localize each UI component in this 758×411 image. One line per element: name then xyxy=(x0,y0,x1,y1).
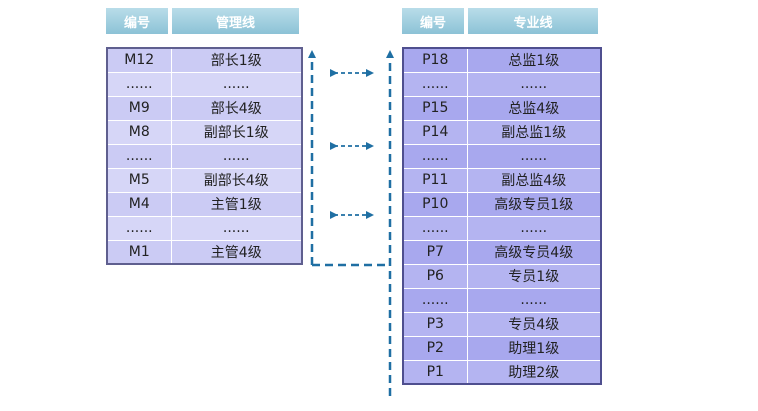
grade-title-cell: 副部长4级 xyxy=(170,167,303,193)
professional-row: ............ xyxy=(402,71,602,97)
grade-title-cell: 副总监1级 xyxy=(466,119,602,145)
management-row: ............ xyxy=(106,143,303,169)
grade-code-cell: P1 xyxy=(402,359,468,385)
grade-code-cell: ...... xyxy=(402,287,468,313)
professional-row: ............ xyxy=(402,287,602,313)
grade-code-cell: P14 xyxy=(402,119,468,145)
grade-title-cell: 专员1级 xyxy=(466,263,602,289)
grade-code-cell: M5 xyxy=(106,167,172,193)
grade-code-cell: P3 xyxy=(402,311,468,337)
grade-title-cell: 助理2级 xyxy=(466,359,602,385)
grade-title-cell: ...... xyxy=(170,215,303,241)
grade-code-cell: ...... xyxy=(402,143,468,169)
grade-title-cell: 部长1级 xyxy=(170,47,303,73)
grade-code-cell: ...... xyxy=(106,71,172,97)
grade-code-cell: P18 xyxy=(402,47,468,73)
grade-title-cell: 副部长1级 xyxy=(170,119,303,145)
grade-code-cell: P11 xyxy=(402,167,468,193)
professional-line-header: 专业线 xyxy=(468,8,598,34)
grade-code-cell: ...... xyxy=(106,215,172,241)
grade-title-cell: 总监1级 xyxy=(466,47,602,73)
management-line-header: 管理线 xyxy=(172,8,299,34)
grade-title-cell: 部长4级 xyxy=(170,95,303,121)
professional-number-header: 编号 xyxy=(402,8,464,34)
grade-title-cell: ...... xyxy=(466,287,602,313)
management-row: ............ xyxy=(106,71,303,97)
grade-title-cell: 副总监4级 xyxy=(466,167,602,193)
grade-title-cell: ...... xyxy=(466,143,602,169)
grade-title-cell: 专员4级 xyxy=(466,311,602,337)
grade-title-cell: 总监4级 xyxy=(466,95,602,121)
grade-code-cell: M12 xyxy=(106,47,172,73)
grade-title-cell: 主管4级 xyxy=(170,239,303,265)
grade-code-cell: M9 xyxy=(106,95,172,121)
grade-title-cell: ...... xyxy=(170,71,303,97)
grade-code-cell: P6 xyxy=(402,263,468,289)
grade-title-cell: 高级专员4级 xyxy=(466,239,602,265)
management-row: ............ xyxy=(106,215,303,241)
grade-code-cell: P7 xyxy=(402,239,468,265)
management-number-header: 编号 xyxy=(106,8,168,34)
grade-code-cell: P10 xyxy=(402,191,468,217)
grade-code-cell: ...... xyxy=(106,143,172,169)
grade-title-cell: 高级专员1级 xyxy=(466,191,602,217)
grade-code-cell: M8 xyxy=(106,119,172,145)
grade-code-cell: P15 xyxy=(402,95,468,121)
professional-row: ............ xyxy=(402,143,602,169)
grade-code-cell: M1 xyxy=(106,239,172,265)
grade-title-cell: ...... xyxy=(170,143,303,169)
